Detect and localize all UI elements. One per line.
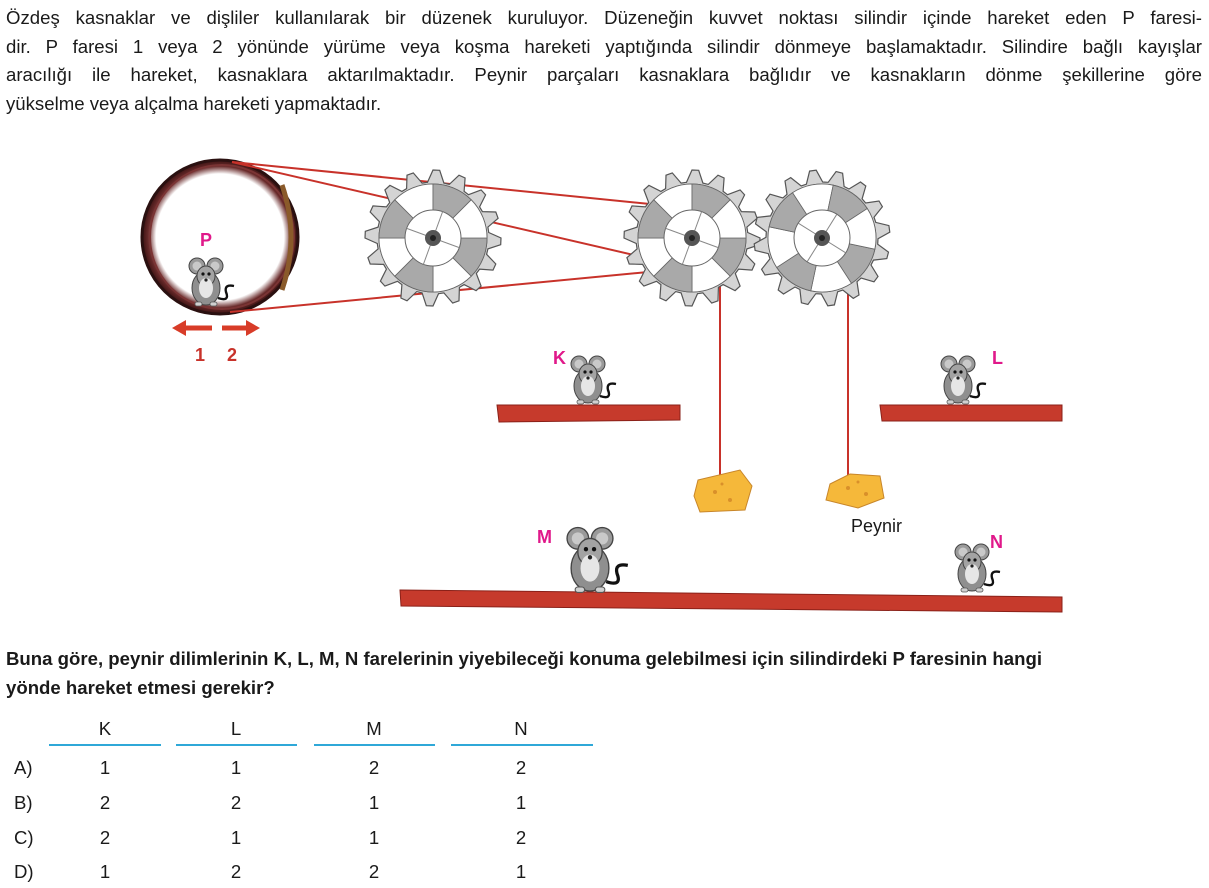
option-d-n: 1 [515,861,527,882]
shelf-k [496,404,681,423]
cheese-left [693,469,753,513]
direction-2-label: 2 [227,345,237,365]
option-b-label[interactable]: B) [14,792,33,813]
option-a-n: 2 [515,757,527,778]
intro-paragraph: Özdeş kasnaklar ve dişliler kullanılarak… [6,4,1202,118]
column-underline [49,744,161,746]
option-a-m: 2 [368,757,380,778]
column-header-m: M [366,718,382,739]
option-c-n: 2 [515,827,527,848]
belt-line [229,267,691,313]
column-header-n: N [514,718,528,739]
cylinder-wheel [140,158,300,316]
option-b-n: 1 [515,792,527,813]
intro-line: aracılığı ile hareket, kasnaklara aktarı… [6,64,1202,86]
option-c-m: 1 [368,827,380,848]
option-d-k: 1 [99,861,111,882]
mouse-l-label: L [992,348,1003,368]
mouse-k [569,354,618,406]
gear-right [753,169,891,307]
option-d-label[interactable]: D) [14,861,34,882]
intro-line: dir. P faresi 1 veya 2 yönünde yürüme ve… [6,35,1202,57]
shelves [399,404,1063,613]
gear-left [364,169,502,307]
column-header-l: L [230,718,242,739]
gear-middle [623,169,761,307]
mouse-l [939,354,988,406]
option-b-l: 2 [230,792,242,813]
gears [364,169,891,307]
mouse-k-label: K [553,348,566,368]
option-a-l: 1 [230,757,242,778]
cheese-right [825,473,885,509]
option-c-label[interactable]: C) [14,827,34,848]
column-underline [451,744,593,746]
option-b-m: 1 [368,792,380,813]
shelf-l [879,404,1063,422]
option-b-k: 2 [99,792,111,813]
cheese-label: Peynir [851,516,902,536]
option-a-k: 1 [99,757,111,778]
option-a-label[interactable]: A) [14,757,33,778]
mouse-m-label: M [537,527,552,547]
option-d-m: 2 [368,861,380,882]
question-line: Buna göre, peynir dilimlerinin K, L, M, … [6,648,1043,669]
column-underline [176,744,297,746]
column-underline [314,744,435,746]
column-header-k: K [98,718,112,739]
intro-line: yükselme veya alçalma hareketi yapmaktad… [6,92,382,114]
mouse-p-label: P [200,230,212,250]
direction-arrows [172,320,260,336]
mouse-n-label: N [990,532,1003,552]
question-line: yönde hareket etmesi gerekir? [6,676,275,698]
option-c-k: 2 [99,827,111,848]
direction-1-label: 1 [195,345,205,365]
option-c-l: 1 [230,827,242,848]
option-d-l: 2 [230,861,242,882]
belts [229,161,849,480]
question-text: Buna göre, peynir dilimlerinin K, L, M, … [6,645,1206,702]
intro-line: Özdeş kasnaklar ve dişliler kullanılarak… [6,7,1202,28]
pulley-diagram: P 1 2 K L M N Peynir [140,158,1063,613]
mouse-m [565,525,630,595]
shelf-bottom [399,589,1063,613]
